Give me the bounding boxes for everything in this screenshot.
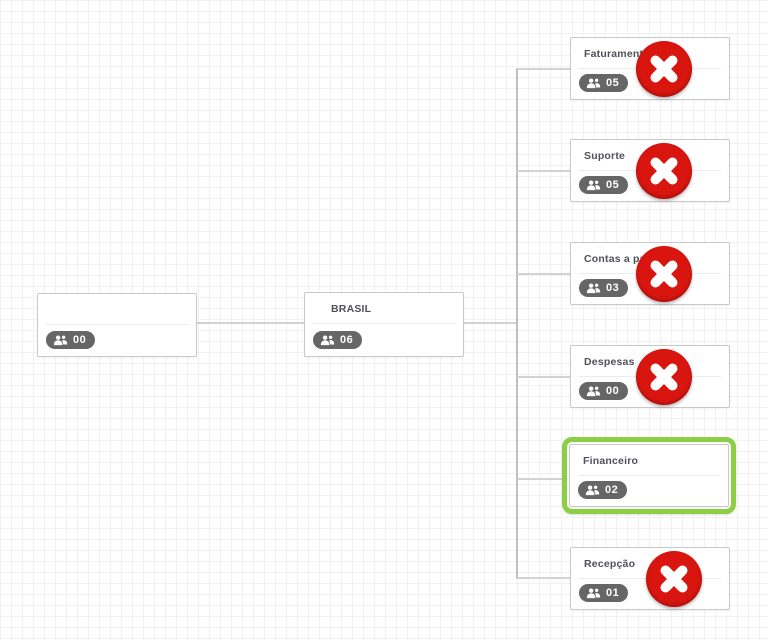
users-icon xyxy=(586,588,601,599)
member-count: 05 xyxy=(606,179,620,191)
org-node-financeiro[interactable]: Financeiro 02 xyxy=(569,444,729,507)
member-count: 06 xyxy=(340,334,354,346)
connector-root-brasil xyxy=(197,322,305,324)
org-node-brasil[interactable]: BRASIL 06 xyxy=(304,292,464,357)
org-node-recepcao[interactable]: Recepção 01 xyxy=(570,547,730,610)
node-title: Despesas xyxy=(584,356,635,368)
member-count: 05 xyxy=(606,77,620,89)
member-count-badge: 02 xyxy=(578,481,628,499)
node-title: BRASIL xyxy=(331,303,372,315)
users-icon xyxy=(586,386,601,397)
delete-x-icon[interactable] xyxy=(646,551,702,607)
users-icon xyxy=(586,283,601,294)
delete-x-icon[interactable] xyxy=(636,41,692,97)
member-count-badge: 06 xyxy=(313,331,363,349)
member-count-badge: 00 xyxy=(579,382,629,400)
connector-branch-despesas xyxy=(517,376,570,378)
users-icon xyxy=(586,180,601,191)
org-node-faturamento[interactable]: Faturamento 05 xyxy=(570,37,730,100)
users-icon xyxy=(53,335,68,346)
org-node-root[interactable]: 00 xyxy=(37,293,197,357)
connector-branch-financeiro xyxy=(517,478,563,480)
node-title: Suporte xyxy=(584,150,626,162)
connector-branch-contas-a-pagar xyxy=(517,273,570,275)
connector-branch-suporte xyxy=(517,170,570,172)
member-count-badge: 05 xyxy=(579,74,629,92)
org-node-suporte[interactable]: Suporte 05 xyxy=(570,139,730,202)
connector-branch-recepcao xyxy=(517,577,570,579)
member-count-badge: 05 xyxy=(579,176,629,194)
delete-x-icon[interactable] xyxy=(636,246,692,302)
member-count-badge: 03 xyxy=(579,279,629,297)
divider xyxy=(578,475,720,476)
connector-spine xyxy=(516,68,518,579)
selection-highlight: Financeiro 02 xyxy=(562,437,736,514)
member-count: 01 xyxy=(606,587,620,599)
delete-x-icon[interactable] xyxy=(636,349,692,405)
node-title: Financeiro xyxy=(583,455,639,467)
divider xyxy=(46,324,188,325)
node-title: Faturamento xyxy=(584,48,650,60)
users-icon xyxy=(586,78,601,89)
connector-branch-faturamento xyxy=(517,68,570,70)
node-title: Recepção xyxy=(584,558,636,570)
member-count: 00 xyxy=(73,334,87,346)
org-node-despesas[interactable]: Despesas 00 xyxy=(570,345,730,408)
connector-brasil-spine xyxy=(463,322,517,324)
member-count: 00 xyxy=(606,385,620,397)
member-count-badge: 00 xyxy=(46,331,96,349)
users-icon xyxy=(585,485,600,496)
org-node-contas-a-pagar[interactable]: Contas a pagar 03 xyxy=(570,242,730,305)
member-count: 02 xyxy=(605,484,619,496)
users-icon xyxy=(320,335,335,346)
member-count: 03 xyxy=(606,282,620,294)
delete-x-icon[interactable] xyxy=(636,143,692,199)
divider xyxy=(313,323,455,324)
member-count-badge: 01 xyxy=(579,584,629,602)
